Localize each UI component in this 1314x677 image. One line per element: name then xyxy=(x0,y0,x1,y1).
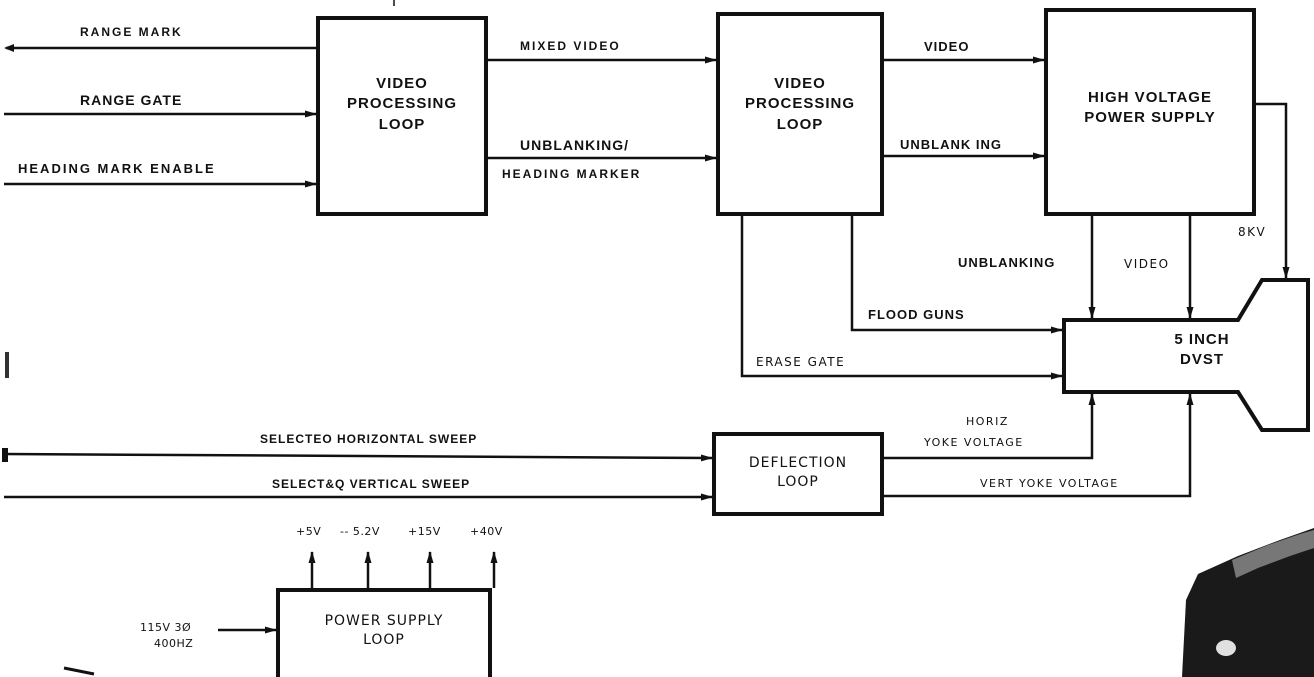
horiz-yoke-line xyxy=(884,393,1096,460)
video-processing-loop-1-box xyxy=(316,16,488,216)
video-processing-loop-1-label: VIDEO PROCESSING LOOP xyxy=(346,75,458,133)
8kv-line xyxy=(1256,102,1290,279)
plus15v-label: +15V xyxy=(408,525,441,538)
input-power-label-1: 115V 3Ø xyxy=(140,621,192,634)
plus40v-label: +40V xyxy=(470,525,503,538)
power-supply-loop-box xyxy=(276,588,492,677)
video-processing-loop-2-box xyxy=(716,12,884,216)
mixed-video-label: MIXED VIDEO xyxy=(520,39,621,53)
photo-fragment xyxy=(1182,528,1314,677)
flood-guns-line xyxy=(850,216,1063,334)
range-mark-label: RANGE MARK xyxy=(80,25,183,39)
vertical-sweep-label: SELECT&Q VERTICAL SWEEP xyxy=(272,477,471,491)
range-gate-label: RANGE GATE xyxy=(80,92,183,108)
flood-guns-label: FLOOD GUNS xyxy=(868,307,965,322)
vert-yoke-label: VERT YOKE VOLTAGE xyxy=(980,477,1119,490)
deflection-loop-label: DEFLECTION LOOP xyxy=(748,455,848,490)
minus52v-label: -- 5.2V xyxy=(340,525,380,538)
dvst-tube-outline xyxy=(1062,278,1310,432)
erase-gate-line xyxy=(740,216,1063,380)
horizontal-sweep-line xyxy=(3,452,713,462)
unblanking-down-label: UNBLANKING xyxy=(958,255,1056,270)
video-down-label: VIDEO xyxy=(1124,257,1170,271)
erase-gate-label: ERASE GATE xyxy=(756,355,846,369)
vert-yoke-line xyxy=(884,393,1194,498)
unblanking-heading-label-1: UNBLANKING/ xyxy=(520,137,629,153)
unblanking-heading-label-2: HEADING MARKER xyxy=(502,167,642,181)
plus5v-label: +5V xyxy=(296,525,322,538)
high-voltage-power-supply-label: HIGH VOLTAGE POWER SUPPLY xyxy=(1084,89,1216,127)
video-processing-loop-2-label: VIDEO PROCESSING LOOP xyxy=(744,75,856,133)
video-label: VIDEO xyxy=(924,39,970,54)
left-edge-mark xyxy=(5,352,9,378)
horiz-yoke-label-1: HORIZ xyxy=(966,415,1009,428)
horizontal-sweep-left-mark xyxy=(2,448,8,462)
range-mark-arrow xyxy=(4,44,14,52)
heading-mark-enable-label: HEADING MARK ENABLE xyxy=(18,161,216,176)
photo-fragment-texture xyxy=(1232,530,1314,578)
bottom-left-stroke xyxy=(63,666,95,676)
power-supply-loop-label: POWER SUPPLY LOOP xyxy=(324,613,444,648)
8kv-label: 8KV xyxy=(1238,225,1267,239)
unblanking-hv-label: UNBLANK ING xyxy=(900,137,1002,152)
photo-fragment-highlight xyxy=(1216,640,1236,656)
horizontal-sweep-label: SELECTEO HORIZONTAL SWEEP xyxy=(260,432,478,446)
deflection-loop-box xyxy=(712,432,884,516)
horiz-yoke-label-2: YOKE VOLTAGE xyxy=(924,436,1024,449)
dvst-label: 5 INCH DVST xyxy=(1174,331,1230,369)
high-voltage-power-supply-box xyxy=(1044,8,1256,216)
input-power-label-2: 400HZ xyxy=(154,637,194,650)
